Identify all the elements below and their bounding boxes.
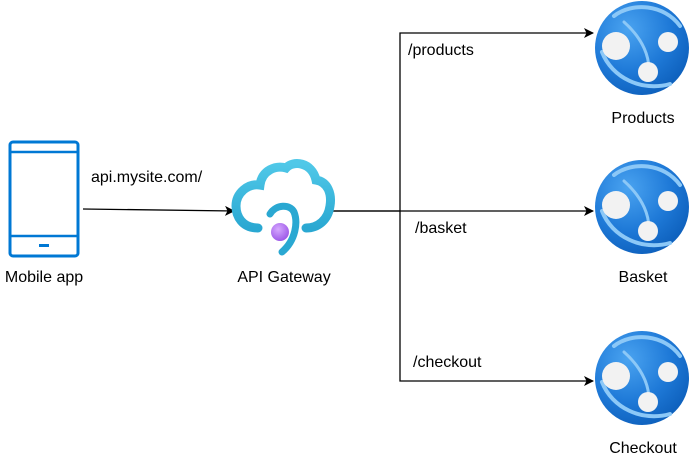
node-api-gateway[interactable]: API Gateway — [231, 159, 335, 286]
node-label-products: Products — [611, 110, 674, 127]
mobile-phone-icon — [8, 140, 80, 258]
node-label-basket: Basket — [619, 269, 668, 286]
edge-mobile-to-gateway — [82, 205, 235, 216]
node-basket[interactable]: Basket — [593, 158, 691, 286]
node-label-mobile-app: Mobile app — [5, 269, 83, 286]
api-management-cloud-icon — [231, 159, 335, 256]
node-products[interactable]: Products — [593, 0, 691, 127]
edge-gateway-to-checkout — [399, 211, 594, 386]
node-mobile-app[interactable]: Mobile app — [5, 140, 83, 286]
node-label-checkout: Checkout — [609, 440, 677, 457]
node-checkout[interactable]: Checkout — [593, 329, 691, 457]
web-app-globe-icon — [593, 158, 691, 256]
edge-gateway-to-products — [330, 28, 594, 212]
web-app-globe-icon — [593, 0, 691, 97]
edge-label-gateway-to-basket: /basket — [415, 220, 467, 237]
node-label-api-gateway: API Gateway — [237, 269, 330, 286]
edge-label-gateway-to-products: /products — [408, 42, 474, 59]
edge-label-gateway-to-checkout: /checkout — [413, 354, 482, 371]
web-app-globe-icon — [593, 329, 691, 427]
edge-label-mobile-to-gateway: api.mysite.com/ — [91, 169, 203, 186]
